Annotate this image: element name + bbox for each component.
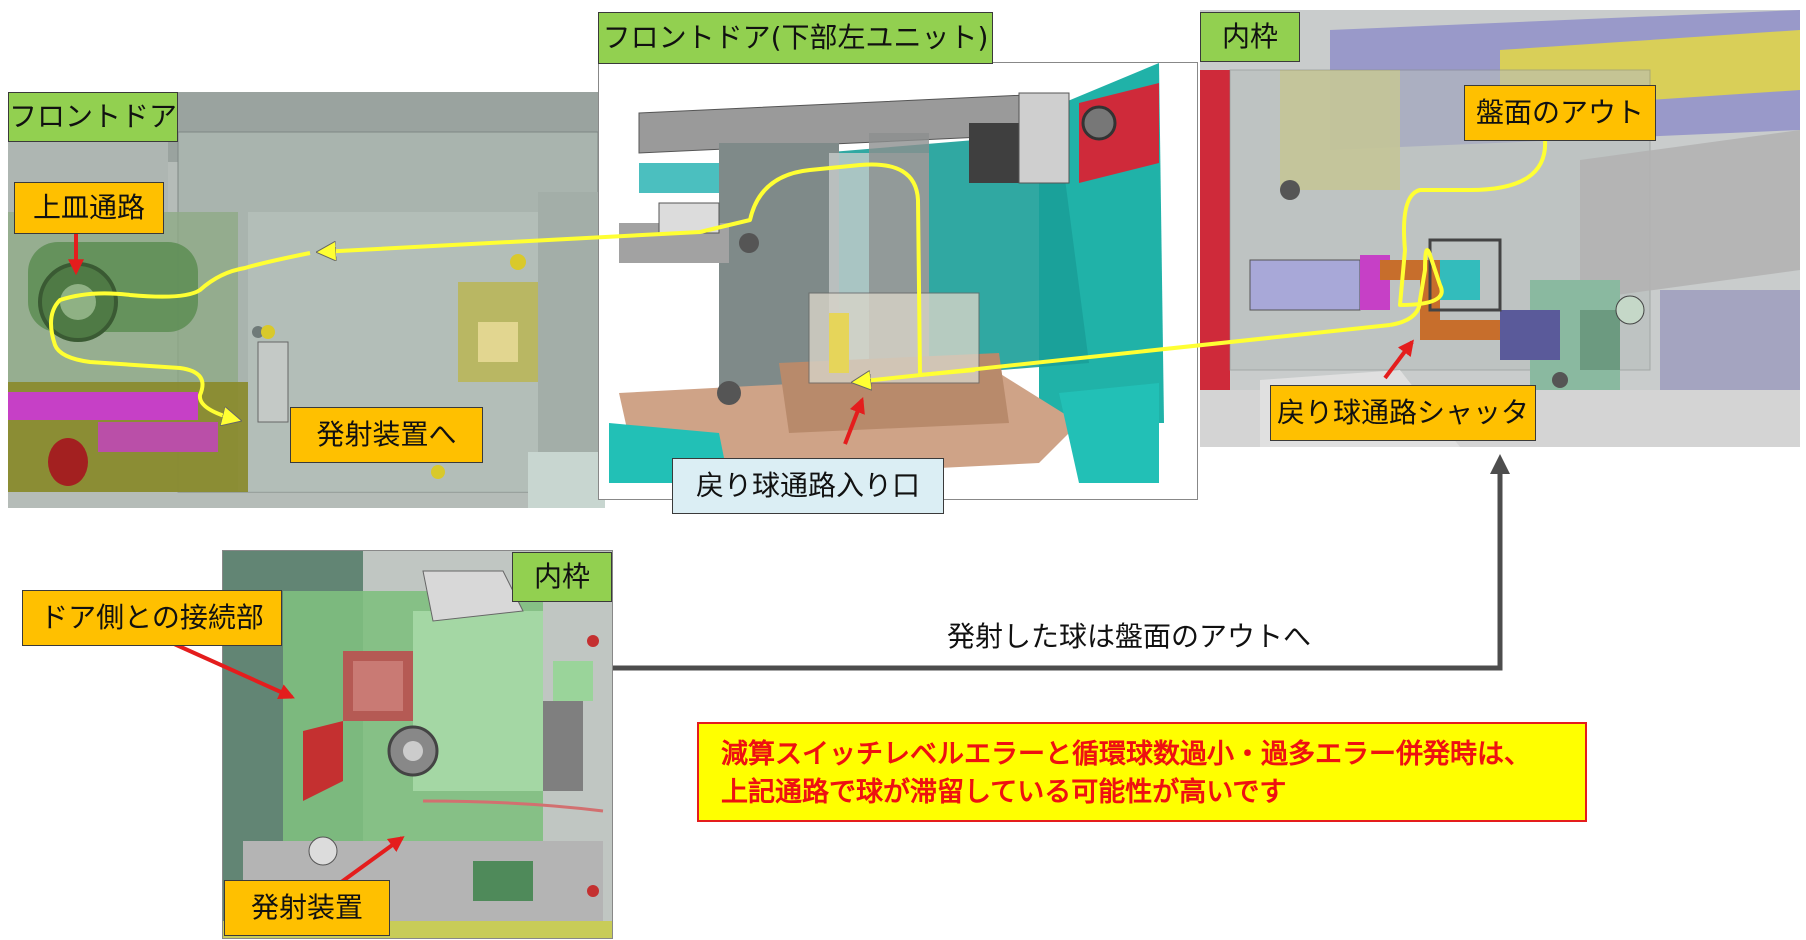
warning-notice-line-2: 上記通路で球が滞留している可能性が高いです <box>721 777 1287 808</box>
label-door-side-connection: ドア側との接続部 <box>22 590 282 646</box>
inner-frame-top-panel <box>1200 10 1800 447</box>
label-return-ball-shutter: 戻り球通路シャッタ <box>1270 385 1536 441</box>
front-door-lower-left-panel <box>598 62 1198 500</box>
panel-title-front-door: フロントドア <box>8 92 178 142</box>
label-return-ball-entrance: 戻り球通路入り口 <box>672 458 944 514</box>
connector-caption: 発射した球は盤面のアウトへ <box>947 620 1312 653</box>
panel-title-inner-frame-bottom: 内枠 <box>512 552 612 602</box>
warning-notice: 減算スイッチレベルエラーと循環球数過小・過多エラー併発時は、 上記通路で球が滞留… <box>697 722 1587 822</box>
panel-title-inner-frame-top: 内枠 <box>1200 12 1300 62</box>
warning-notice-line-1: 減算スイッチレベルエラーと循環球数過小・過多エラー併発時は、 <box>721 739 1531 770</box>
front-door-lower-left-cad-image <box>609 63 1164 483</box>
panel-title-front-door-lower-left: フロントドア(下部左ユニット) <box>598 12 993 64</box>
label-board-out: 盤面のアウト <box>1464 85 1656 141</box>
inner-frame-top-cad-image <box>1200 10 1800 447</box>
label-launcher: 発射装置 <box>224 880 390 936</box>
label-upper-tray-path: 上皿通路 <box>14 182 164 234</box>
label-to-launcher: 発射装置へ <box>290 407 483 463</box>
